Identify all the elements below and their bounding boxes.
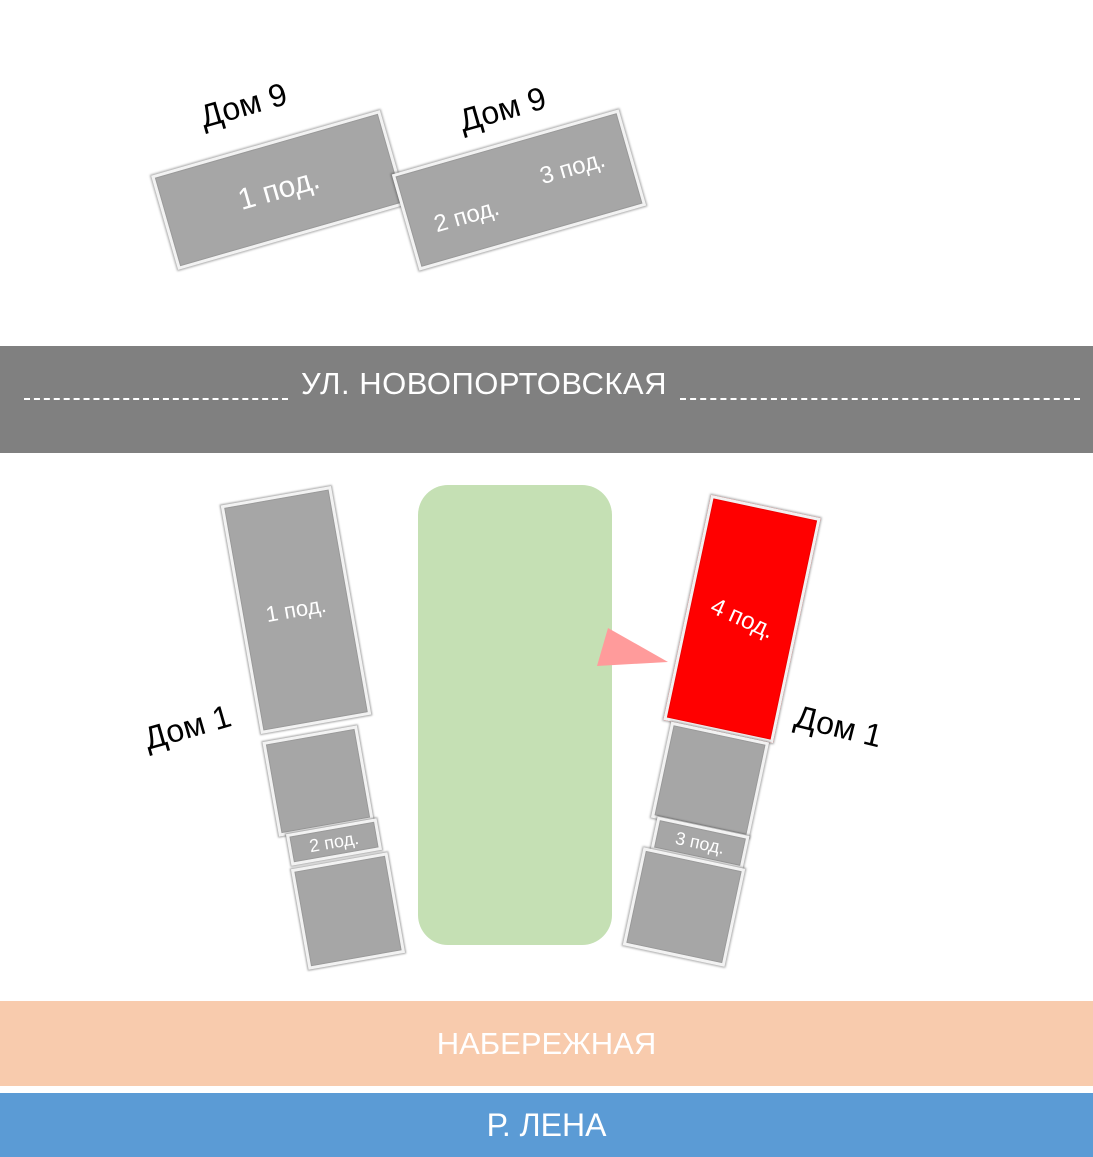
house-9-right-label: Дом 9 bbox=[455, 79, 551, 139]
street-name: УЛ. НОВОПОРТОВСКАЯ bbox=[301, 366, 667, 401]
lena-river: Р. ЛЕНА bbox=[0, 1093, 1093, 1157]
left-entrance-2-label: 2 под. bbox=[307, 827, 361, 856]
entrance-2-label: 2 под. bbox=[430, 193, 503, 239]
road-lane-marking-right bbox=[680, 398, 1080, 400]
left-entrance-1-label: 1 под. bbox=[263, 591, 329, 628]
house-1-left-entrance-1[interactable]: 1 под. bbox=[220, 486, 372, 734]
embankment: НАБЕРЕЖНАЯ bbox=[0, 1001, 1093, 1086]
house-1-left-block-a bbox=[262, 725, 374, 837]
house-1-left-block-b bbox=[290, 852, 406, 970]
courtyard-park bbox=[418, 485, 612, 945]
house-9-left-label: Дом 9 bbox=[196, 75, 292, 135]
entrance-1-label: 1 под. bbox=[234, 162, 324, 217]
river-label: Р. ЛЕНА bbox=[486, 1106, 607, 1143]
entrance-3-label: 3 под. bbox=[536, 145, 609, 191]
house-1-right-label: Дом 1 bbox=[791, 698, 886, 755]
right-entrance-3-label: 3 под. bbox=[673, 827, 727, 858]
house-1-left-label: Дом 1 bbox=[140, 697, 236, 757]
right-entrance-4-label: 4 под. bbox=[706, 592, 779, 645]
embankment-label: НАБЕРЕЖНАЯ bbox=[436, 1025, 657, 1061]
entrance-pointer-icon bbox=[597, 628, 668, 666]
house-9-section-2[interactable]: 2 под. 3 под. bbox=[391, 109, 647, 271]
road-lane-marking-left bbox=[24, 398, 288, 400]
house-9-section-1[interactable]: 1 под. bbox=[151, 110, 407, 270]
house-1-right-block-b bbox=[622, 847, 746, 967]
